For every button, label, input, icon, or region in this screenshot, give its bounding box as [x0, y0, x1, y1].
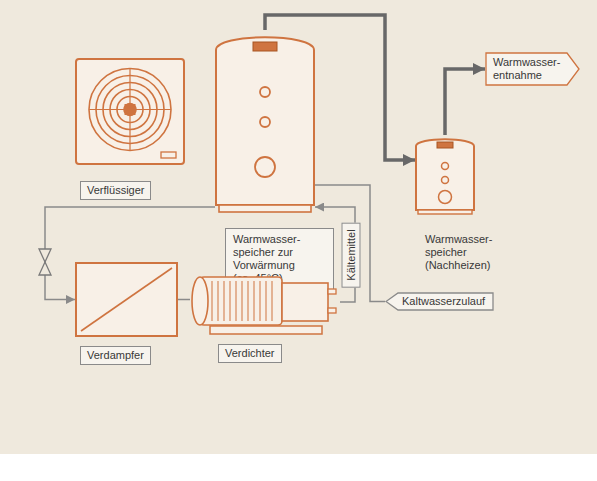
compressor-fin: [260, 281, 261, 321]
compressor-fin: [224, 281, 225, 321]
smalltank-picture: [415, 135, 475, 215]
evap-picture: [75, 262, 178, 337]
compressor-endcap: [192, 277, 208, 325]
tank-port: [442, 177, 449, 184]
compressor-fin: [218, 281, 219, 321]
outlet-label: Warmwasser- entnahme: [485, 52, 580, 86]
compressor-unit: Verdichter: [190, 268, 340, 336]
tank-port: [260, 117, 270, 127]
tank-port: [442, 163, 449, 170]
component-label: Verdichter: [218, 344, 282, 363]
expansion-valve: [39, 249, 51, 275]
evaporator-body: [76, 263, 177, 336]
compressor-fin: [236, 281, 237, 321]
bigtank-picture: [215, 30, 315, 213]
tank-port: [260, 87, 270, 97]
compressor-base: [210, 326, 322, 334]
compressor-motor: [200, 277, 282, 325]
inlet-label: Kaltwasserzulauf: [385, 292, 494, 311]
fan-housing: [76, 59, 184, 164]
reheat-tank: Warmwasser- speicher (Nachheizen): [415, 135, 475, 215]
component-label: Verflüssiger: [80, 181, 151, 200]
tank-flange: [439, 191, 452, 204]
water-pipe: [445, 69, 485, 135]
compressor-fin: [248, 281, 249, 321]
compressor-fin: [266, 281, 267, 321]
compressor-fin: [212, 281, 213, 321]
condenser-unit: Verflüssiger: [75, 58, 185, 165]
tank-display: [437, 142, 453, 148]
fan-grille-ring: [89, 69, 171, 151]
fan-badge: [161, 152, 176, 158]
refrigerant-line: [178, 299, 190, 301]
outlet-tag: Warmwasser- entnahme: [485, 52, 580, 86]
compressor-fin: [230, 281, 231, 321]
fan-picture: [75, 58, 185, 165]
preheat-tank: Warmwasser- speicher zur Vorwärmung (ca.…: [215, 30, 315, 213]
compressor-fin: [242, 281, 243, 321]
component-label: Verdampfer: [80, 346, 151, 365]
valve-triangle: [39, 262, 51, 275]
fan-hub: [125, 105, 135, 115]
compressor-head: [282, 283, 328, 321]
tank-flange: [255, 157, 275, 177]
evaporator-unit: Verdampfer: [75, 262, 178, 337]
fan-grille-ring: [124, 104, 136, 116]
tank-base: [219, 205, 311, 212]
compressor-port: [328, 308, 336, 313]
tank-body: [216, 37, 314, 205]
tag-shape: [486, 53, 579, 85]
component-label: Warmwasser- speicher (Nachheizen): [425, 233, 499, 272]
comp-picture: [190, 268, 340, 336]
tank-display: [253, 42, 277, 51]
inlet-tag: Kaltwasserzulauf: [385, 292, 494, 311]
compressor-fin: [272, 281, 273, 321]
evaporator-diagonal: [81, 268, 172, 331]
compressor-fin: [254, 281, 255, 321]
tag-shape: [386, 293, 493, 310]
compressor-port: [328, 289, 336, 294]
tank-base: [418, 210, 472, 214]
background-panel: [0, 0, 597, 454]
line-label: Kältemittel: [342, 222, 361, 287]
tank-body: [416, 139, 474, 210]
valve-triangle: [39, 249, 51, 262]
